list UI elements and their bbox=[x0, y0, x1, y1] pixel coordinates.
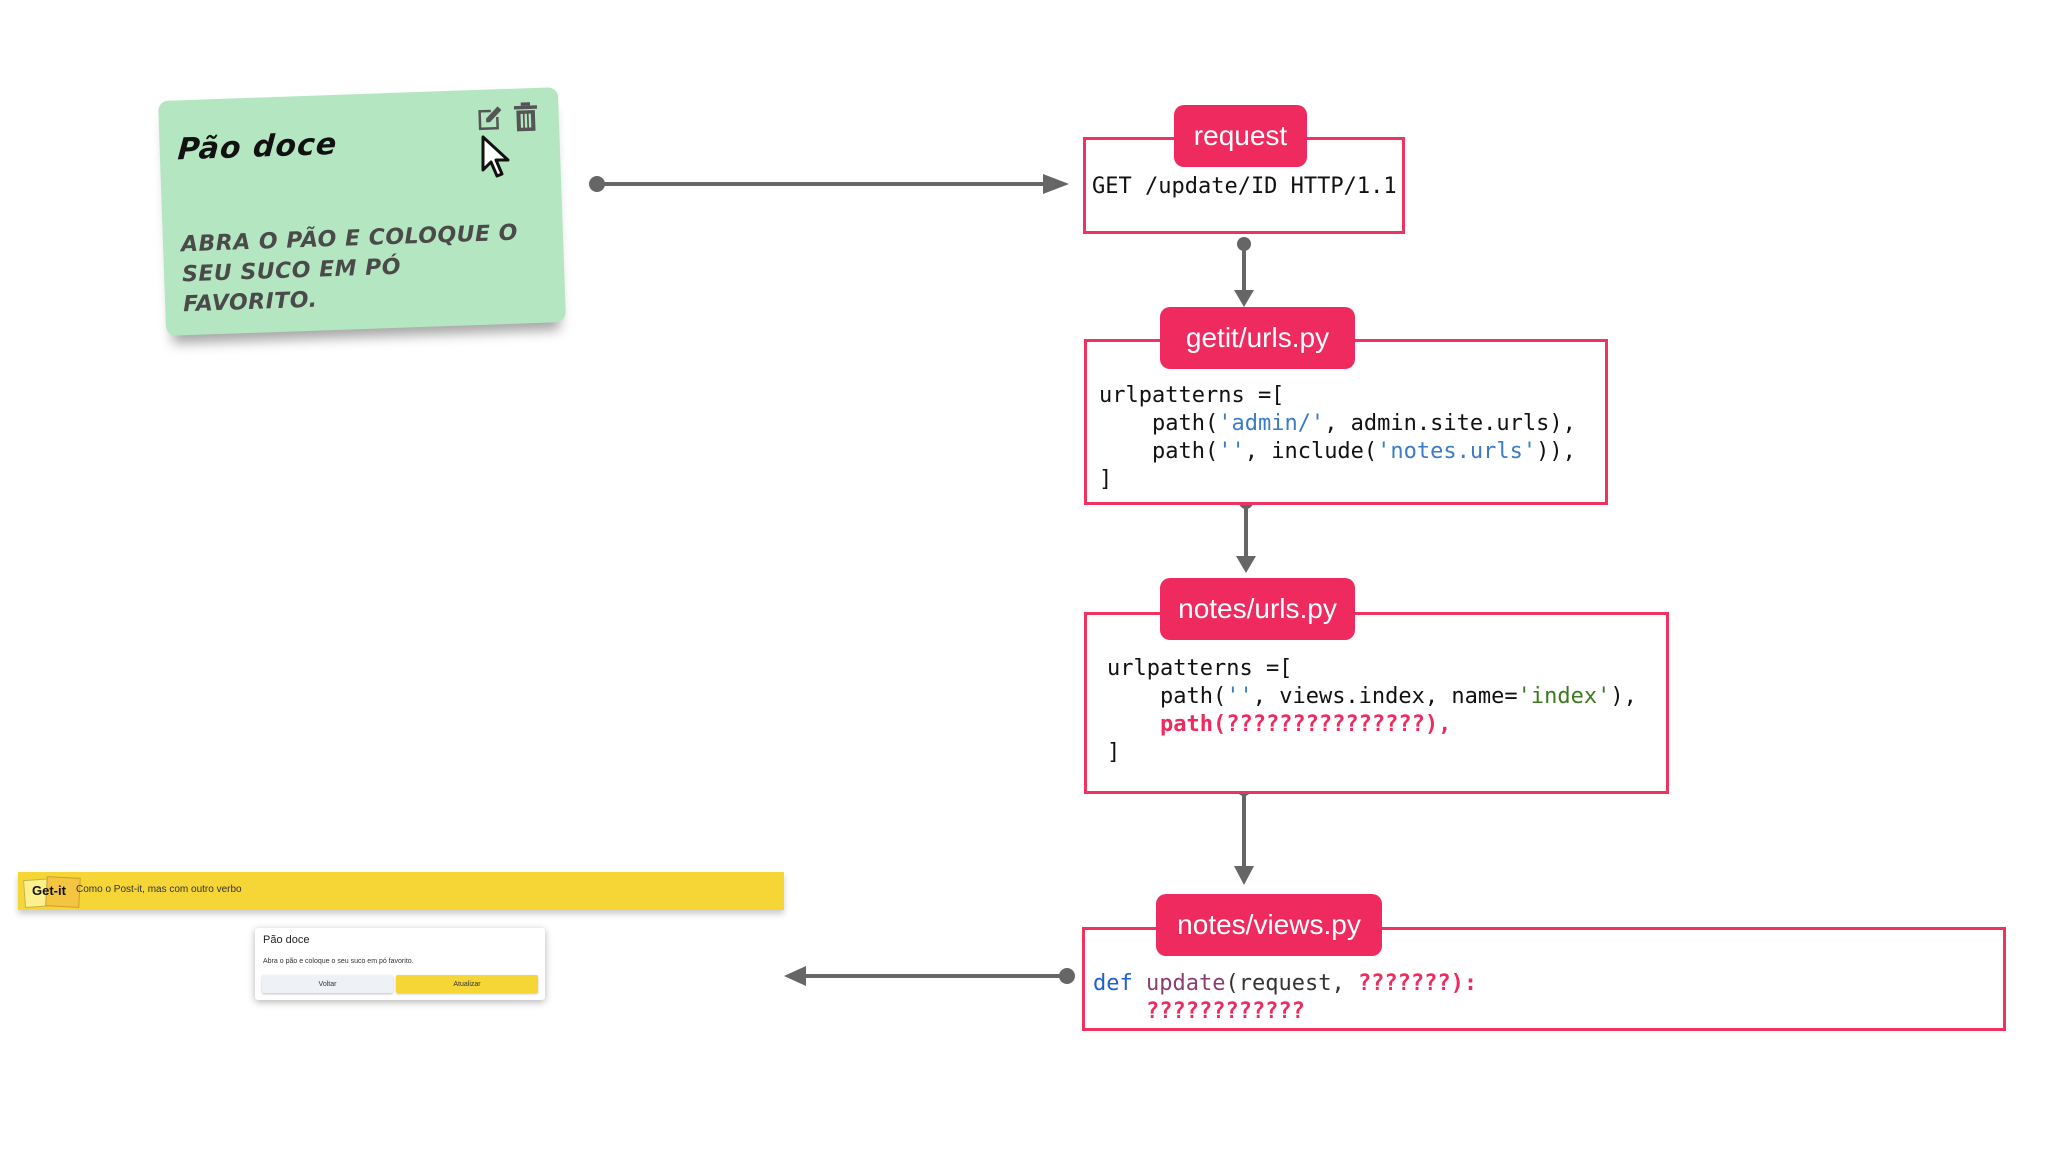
code-line: urlpatterns =[ bbox=[1107, 656, 1293, 681]
missing-path-line: path(???????????????), bbox=[1107, 712, 1452, 737]
code-line: def update(request, ???????): bbox=[1093, 971, 1478, 996]
missing-body-line: ???????????? bbox=[1093, 999, 1305, 1024]
arrow-views-to-app bbox=[784, 966, 1075, 986]
request-line: GET /update/ID HTTP/1.1 bbox=[1092, 174, 1397, 199]
code-line: ] bbox=[1107, 740, 1121, 765]
code-line: path('admin/', admin.site.urls), bbox=[1099, 411, 1576, 436]
notes-urls-label: notes/urls.py bbox=[1160, 578, 1355, 640]
arrow-request-to-getit bbox=[1234, 237, 1254, 307]
app-header: Get-it Como o Post-it, mas com outro ver… bbox=[18, 872, 784, 910]
trash-icon[interactable] bbox=[512, 102, 539, 133]
code-line: ] bbox=[1099, 467, 1113, 492]
card-title: Pão doce bbox=[263, 934, 310, 946]
code-line: path('', include('notes.urls')), bbox=[1099, 439, 1576, 464]
back-button[interactable]: Voltar bbox=[262, 975, 393, 993]
arrow-getit-to-notes-urls bbox=[1236, 495, 1256, 573]
sticky-note-illustration: Pão doce Abra o pão e coloque o seu suco… bbox=[140, 82, 590, 367]
note-edit-card: Pão doce Abra o pão e coloque o seu suco… bbox=[255, 928, 545, 1000]
sticky-note: Pão doce Abra o pão e coloque o seu suco… bbox=[158, 87, 566, 336]
notes-views-code: def update(request, ???????): ??????????… bbox=[1093, 970, 1477, 1026]
notes-urls-frame: urlpatterns =[ path('', views.index, nam… bbox=[1084, 612, 1669, 794]
logo-text: Get-it bbox=[32, 883, 66, 898]
update-button[interactable]: Atualizar bbox=[396, 975, 538, 993]
edit-icon[interactable] bbox=[474, 103, 505, 134]
code-line: urlpatterns =[ bbox=[1099, 383, 1285, 408]
notes-views-label: notes/views.py bbox=[1156, 894, 1382, 956]
arrow-note-to-request bbox=[589, 174, 1069, 194]
app-tagline: Como o Post-it, mas com outro verbo bbox=[76, 884, 242, 895]
getit-urls-label: getit/urls.py bbox=[1160, 307, 1355, 369]
getit-logo[interactable]: Get-it bbox=[23, 876, 81, 909]
arrow-notes-urls-to-views bbox=[1234, 782, 1254, 885]
notes-urls-code: urlpatterns =[ path('', views.index, nam… bbox=[1107, 655, 1637, 767]
request-label: request bbox=[1174, 105, 1307, 167]
getit-urls-code: urlpatterns =[ path('admin/', admin.site… bbox=[1099, 382, 1576, 494]
card-text: Abra o pão e coloque o seu suco em pó fa… bbox=[263, 958, 414, 965]
code-line: path('', views.index, name='index'), bbox=[1107, 684, 1637, 709]
mouse-pointer-icon bbox=[480, 134, 514, 185]
